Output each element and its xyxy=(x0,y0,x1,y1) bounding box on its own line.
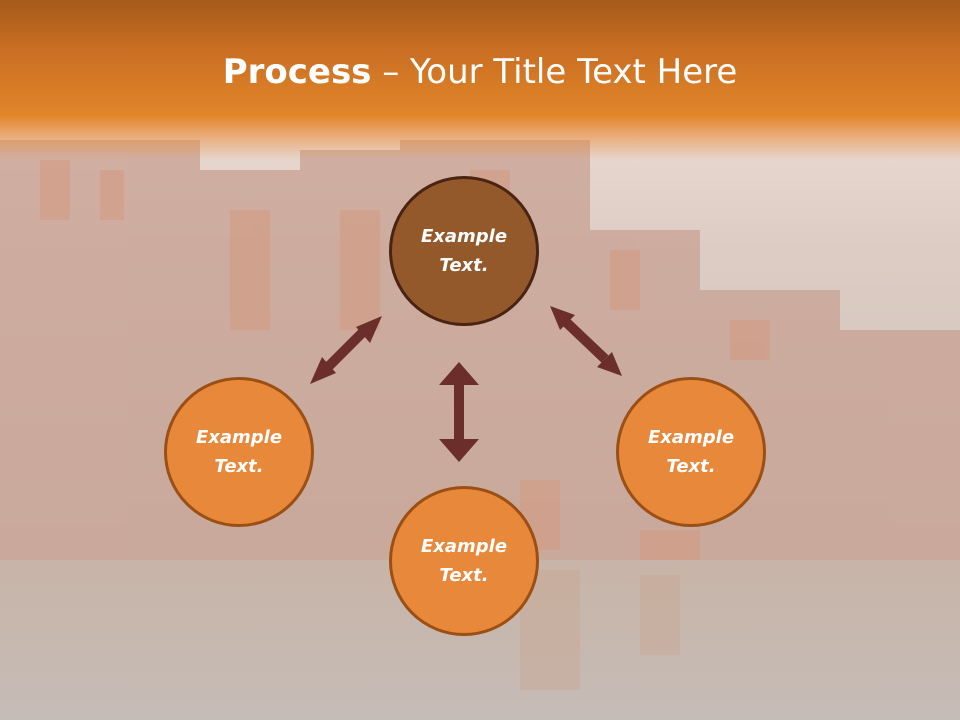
title-rest-text: – Your Title Text Here xyxy=(371,52,738,92)
process-node-bottom[interactable]: Example Text. xyxy=(389,486,539,636)
process-node-right-text: Example Text. xyxy=(647,427,735,477)
process-node-top[interactable]: Example Text. xyxy=(389,176,539,326)
title-bar xyxy=(0,0,960,160)
process-node-left-text: Example Text. xyxy=(195,427,283,477)
title-bold-text: Process xyxy=(222,52,372,92)
process-node-bottom-text: Example Text. xyxy=(420,536,508,586)
arrow-vertical xyxy=(439,362,479,462)
arrow-top-left xyxy=(310,316,382,384)
process-node-top-text: Example Text. xyxy=(420,226,508,276)
arrow-top-right xyxy=(550,306,622,376)
slide-title[interactable]: Process – Your Title Text Here xyxy=(0,52,960,92)
process-node-right[interactable]: Example Text. xyxy=(616,377,766,527)
process-node-left[interactable]: Example Text. xyxy=(164,377,314,527)
